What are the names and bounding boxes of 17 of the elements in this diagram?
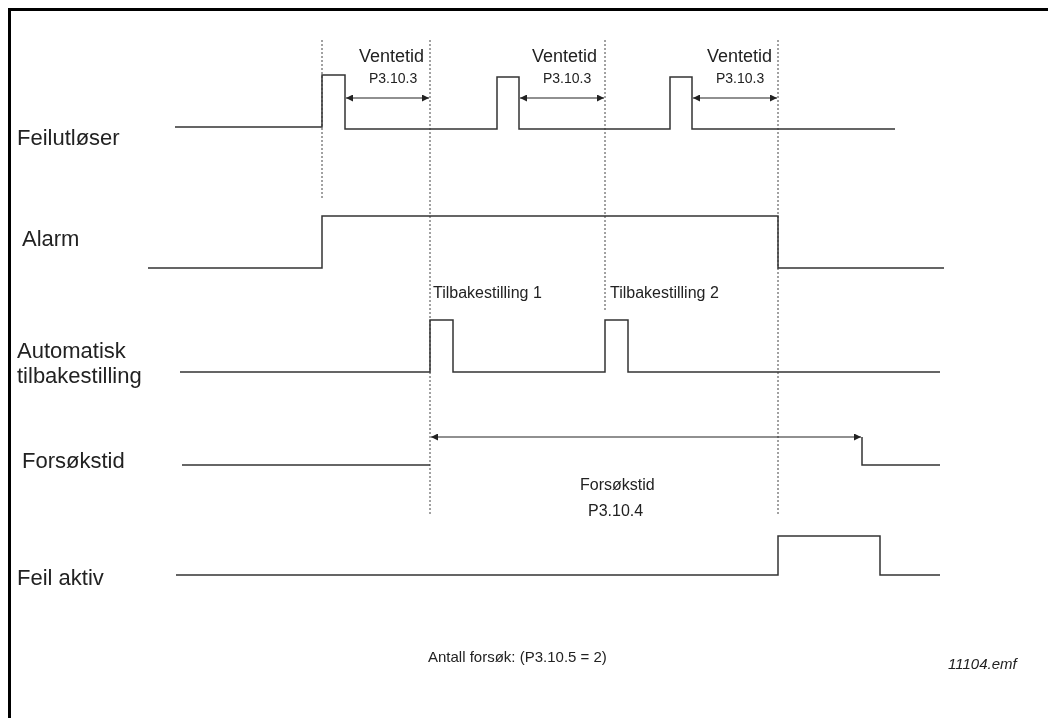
reset-label: Tilbakestilling 1	[433, 284, 542, 303]
parameter-label: P3.10.3	[543, 70, 592, 87]
duration-label: Forsøkstid	[580, 476, 655, 495]
file-name: 11104.emf	[948, 655, 1017, 673]
parameter-label: P3.10.4	[588, 502, 644, 521]
signal-name: Alarm	[22, 226, 80, 252]
signal-name: Forsøkstid	[22, 448, 125, 474]
signal-name: Feilutløser	[17, 125, 120, 151]
wait-time-label: Ventetid	[532, 46, 598, 67]
note: Antall forsøk: (P3.10.5 = 2)	[428, 648, 607, 666]
signal-name: Automatisk tilbakestilling	[17, 338, 143, 389]
wait-time-label: Ventetid	[707, 46, 773, 67]
wait-time-label: Ventetid	[359, 46, 425, 67]
signal-name: Feil aktiv	[17, 565, 104, 591]
reset-label: Tilbakestilling 2	[610, 284, 719, 303]
parameter-label: P3.10.3	[716, 70, 765, 87]
parameter-label: P3.10.3	[369, 70, 418, 87]
